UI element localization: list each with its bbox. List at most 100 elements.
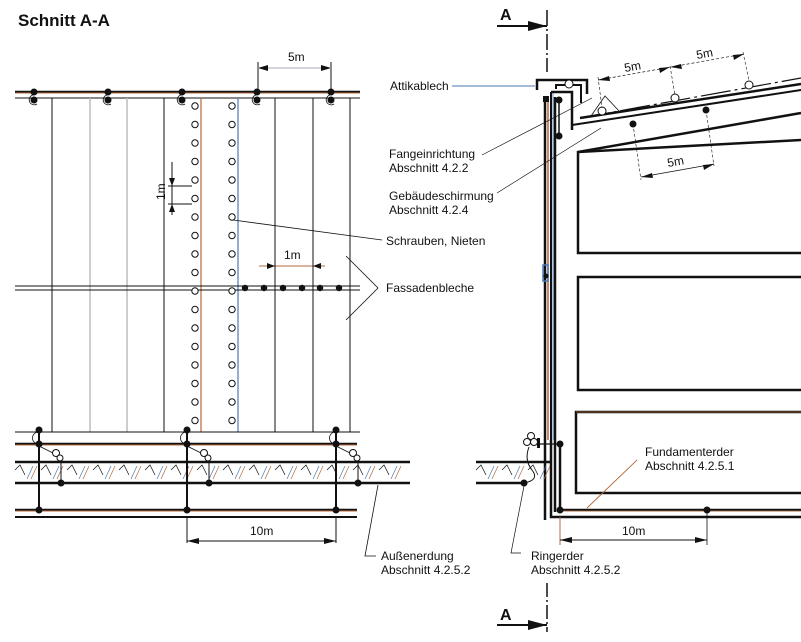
leader-line <box>510 485 525 554</box>
ground-downconductors <box>32 426 362 514</box>
bond-loop <box>32 431 40 445</box>
rivet <box>191 139 199 147</box>
rivet <box>191 416 199 425</box>
hatch-mark <box>517 465 525 480</box>
hatch-mark <box>316 465 324 480</box>
test-joint <box>353 454 361 462</box>
dimension-5m-top: 5m <box>257 50 332 92</box>
hatch-mark <box>513 465 521 480</box>
rivet <box>228 120 236 129</box>
dimension-1m-vertical: 1m <box>154 162 192 215</box>
joint-rivet <box>279 284 287 292</box>
hatch-mark <box>394 465 402 480</box>
connection-node <box>30 96 38 104</box>
label-attikablech: Attikablech <box>390 79 449 93</box>
leader-line <box>481 97 593 156</box>
hatch-mark <box>475 464 487 476</box>
label-fangeinrichtung-section: Abschnitt 4.2.2 <box>389 161 469 175</box>
rivet <box>191 213 199 221</box>
bond-loop <box>251 94 261 106</box>
rivet <box>228 268 236 277</box>
dimension-10m-left: 10m <box>186 517 337 544</box>
rivet <box>228 194 236 203</box>
label-fangeinrichtung: Fangeinrichtung <box>389 147 475 161</box>
joint-rivet <box>241 284 249 292</box>
connection-node <box>354 479 362 487</box>
hatch-mark <box>30 465 38 480</box>
soil-hatching <box>14 464 402 480</box>
section-marker-top: A <box>500 7 512 24</box>
hatch-mark <box>52 465 60 480</box>
hatch-mark <box>118 464 130 476</box>
label-fundamenterder: Fundamenterder <box>645 445 734 459</box>
rivet <box>191 176 199 184</box>
roof-upper-line <box>579 82 801 120</box>
hatch-mark <box>196 464 208 476</box>
rivet <box>228 416 236 425</box>
hatch-mark <box>222 464 234 476</box>
connection-node <box>30 88 38 96</box>
bond-loop <box>325 94 335 106</box>
connection-node <box>104 96 112 104</box>
test-joint <box>200 449 208 457</box>
bond-loop <box>329 431 337 445</box>
facade-view: 5m 1m 1m <box>14 50 485 577</box>
dimension-label: 5m <box>288 50 305 64</box>
leader-line <box>586 459 638 509</box>
hatch-mark <box>286 465 294 480</box>
hatch-mark <box>338 465 346 480</box>
rivet <box>228 305 236 314</box>
attika-cap <box>535 78 589 94</box>
rivet <box>228 324 236 332</box>
rivet <box>228 287 236 295</box>
roof-lower-line <box>577 111 801 154</box>
dimension-label: 1m <box>154 183 168 200</box>
hatch-mark <box>527 464 539 476</box>
label-fundamenterder-section: Abschnitt 4.2.5.1 <box>645 459 735 473</box>
dimension-label: 10m <box>622 524 645 538</box>
dimension-roof-lower: 5m <box>632 109 715 181</box>
connection-node <box>253 96 261 104</box>
hatch-mark <box>78 465 86 480</box>
hatch-mark <box>92 464 104 476</box>
test-joint <box>349 449 357 457</box>
hatch-mark <box>300 464 312 476</box>
rivet <box>191 398 199 406</box>
rivet <box>228 361 236 369</box>
hatch-mark <box>160 465 168 480</box>
hatch-mark <box>14 464 26 476</box>
hatch-mark <box>260 465 268 480</box>
hatch-mark <box>264 465 272 480</box>
leader-line <box>496 127 602 194</box>
hatch-mark <box>368 465 376 480</box>
floor-2 <box>576 275 801 392</box>
bond-loop <box>176 94 186 106</box>
hatch-mark <box>212 465 220 480</box>
hatch-mark <box>274 464 286 476</box>
test-joint <box>56 454 64 462</box>
joint-rivets <box>241 284 343 292</box>
rivet <box>191 379 199 388</box>
dimension-1m-horizontal: 1m <box>259 248 325 272</box>
bond-loop <box>180 431 188 445</box>
hatch-mark <box>82 465 90 480</box>
label-fassadenbleche: Fassadenbleche <box>386 281 474 295</box>
hatch-mark <box>144 464 156 476</box>
ground-section <box>14 431 410 518</box>
rivet <box>228 379 236 388</box>
rivet <box>191 324 199 332</box>
building-section: A A <box>389 7 801 632</box>
hatch-mark <box>130 465 138 480</box>
connection-node <box>253 88 261 96</box>
hatch-mark <box>543 465 551 480</box>
section-marker-bottom: A <box>500 607 512 624</box>
rivet <box>191 194 199 203</box>
rivet <box>228 176 236 184</box>
hatch-mark <box>170 464 182 476</box>
label-aussenerdung-section: Abschnitt 4.2.5.2 <box>381 563 471 577</box>
hatch-mark <box>501 464 513 476</box>
rivet-columns <box>191 102 236 425</box>
floor-1 <box>576 138 801 255</box>
rivet <box>191 102 199 110</box>
label-ringerder: Ringerder <box>531 549 584 563</box>
